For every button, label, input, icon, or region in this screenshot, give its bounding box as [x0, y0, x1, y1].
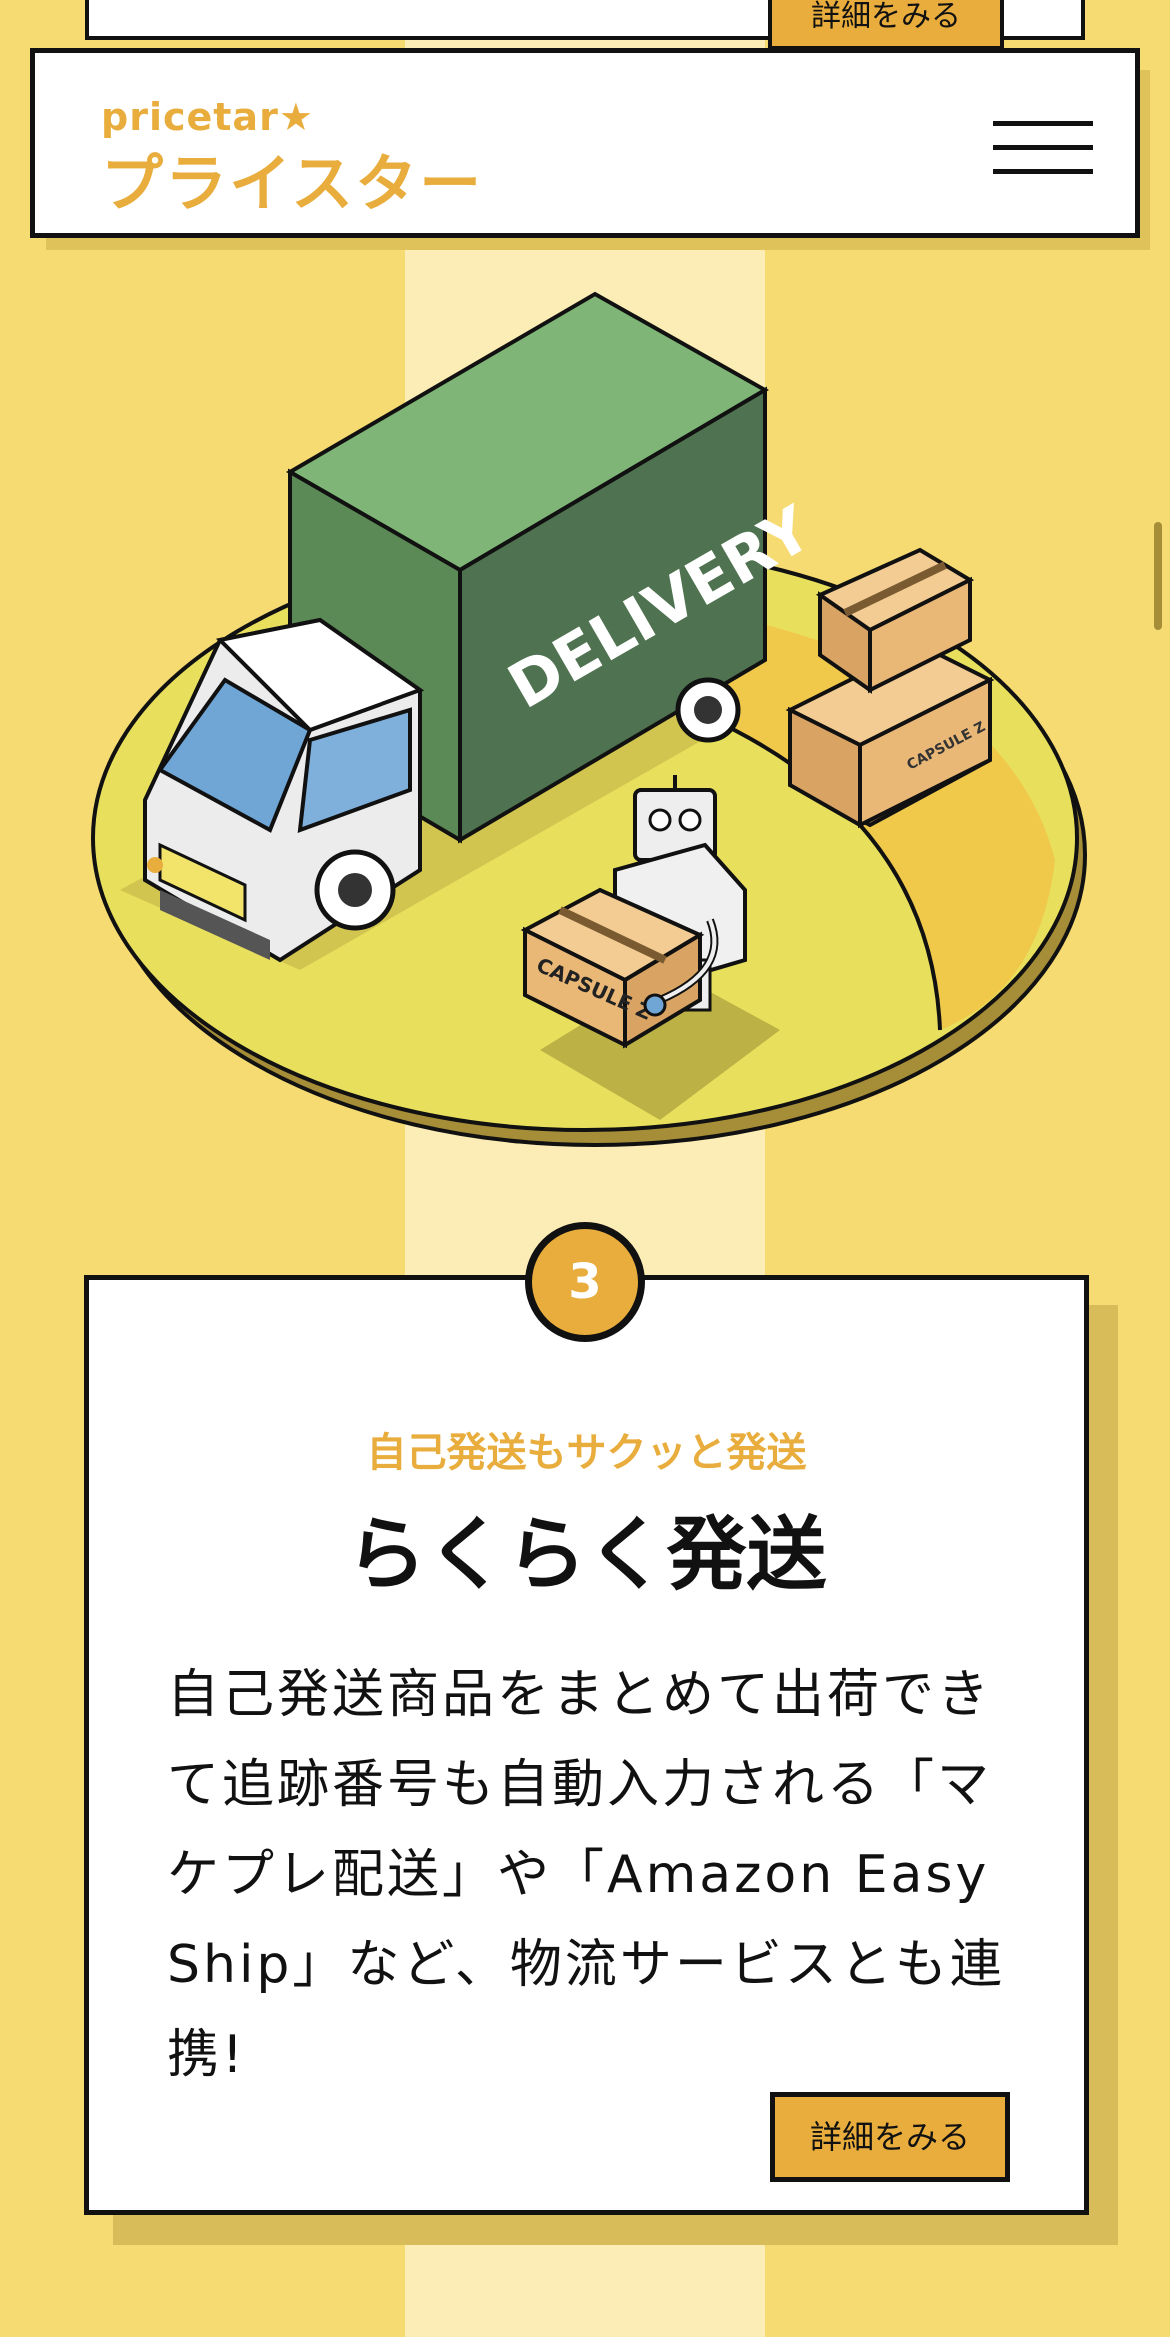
- scrollbar-thumb[interactable]: [1154, 522, 1162, 630]
- hamburger-menu-icon[interactable]: [993, 115, 1093, 181]
- menu-bar: [993, 145, 1093, 150]
- windshield: [157, 677, 313, 833]
- cargo-back: [458, 386, 767, 844]
- menu-bar: [993, 121, 1093, 126]
- side-window: [297, 707, 412, 833]
- feature-description: 自己発送商品をまとめて出荷できて追跡番号も自動入力される「マケプレ配送」や「Am…: [167, 1665, 1005, 2085]
- feature-eyebrow: 自己発送もサクッと発送: [366, 1430, 807, 1476]
- feature-title: らくらく発送: [346, 1508, 827, 1601]
- feature-card: 自己発送もサクッと発送 らくらく発送 自己発送商品をまとめて出荷できて追跡番号も…: [84, 1275, 1089, 2215]
- site-header: pricetar★ プライスター: [30, 48, 1140, 238]
- detail-button[interactable]: 詳細をみる: [770, 2092, 1010, 2182]
- delivery-illustration: DELIVERY CAPSULE Z CAPSULE Z: [91, 291, 1087, 1147]
- logo-kana[interactable]: プライスター: [101, 147, 484, 220]
- logo-latin[interactable]: pricetar★: [101, 95, 314, 139]
- feature-number-badge: 3: [525, 1222, 645, 1342]
- menu-bar: [993, 169, 1093, 174]
- previous-detail-button[interactable]: 詳細をみる: [768, 0, 1004, 50]
